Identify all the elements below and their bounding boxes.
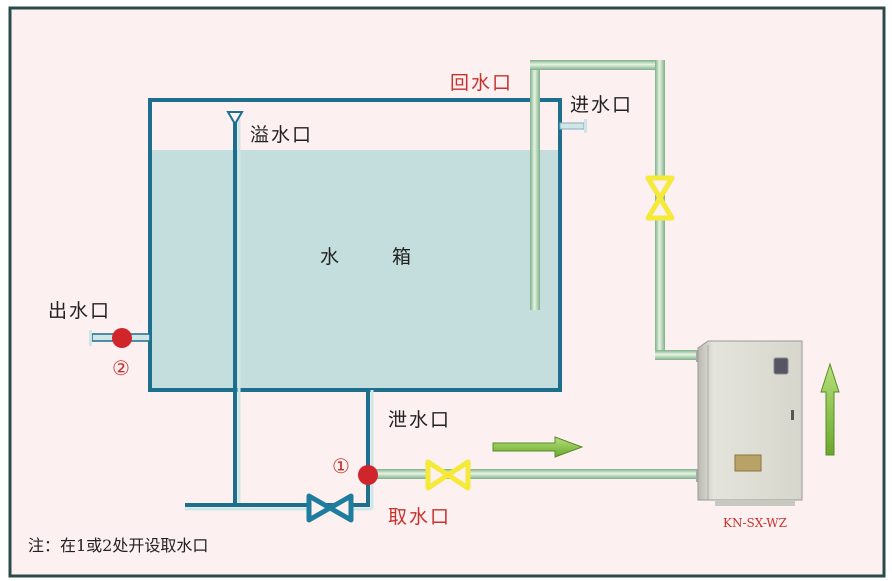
water-tank bbox=[148, 98, 562, 392]
intake-point-1-marker[interactable] bbox=[358, 465, 378, 485]
outlet-port-label: 出水口 bbox=[48, 300, 111, 322]
tank-label-char2: 箱 bbox=[392, 246, 413, 268]
overflow-pipe bbox=[226, 111, 244, 505]
intake-point-2-marker[interactable] bbox=[112, 328, 132, 348]
intake-valve-icon[interactable] bbox=[425, 459, 471, 491]
inlet-pipe bbox=[559, 119, 587, 133]
intake-port-label: 取水口 bbox=[388, 506, 451, 528]
flow-arrow-right-icon bbox=[492, 436, 584, 458]
tank-label-char1: 水 bbox=[320, 246, 341, 268]
cabinet-nameplate bbox=[734, 454, 762, 472]
cabinet-display-window bbox=[773, 357, 789, 375]
return-port-label: 回水口 bbox=[450, 72, 513, 94]
inlet-port-label: 进水口 bbox=[570, 94, 633, 116]
overflow-funnel-icon bbox=[226, 111, 244, 126]
cabinet-handle[interactable] bbox=[791, 410, 794, 420]
return-valve-icon[interactable] bbox=[645, 175, 675, 221]
marker-2-label: ② bbox=[112, 356, 130, 380]
intake-pipe bbox=[372, 469, 700, 479]
overflow-port-label: 溢水口 bbox=[250, 124, 313, 146]
drain-valve-icon[interactable] bbox=[306, 493, 354, 523]
outlet-pipe bbox=[89, 328, 151, 348]
drain-port-label: 泄水口 bbox=[388, 409, 451, 431]
flow-arrow-up-icon bbox=[820, 362, 840, 456]
device-model-label: KN-SX-WZ bbox=[723, 516, 787, 530]
marker-1-label: ① bbox=[332, 454, 350, 478]
note-text: 注：在1或2处开设取水口 bbox=[28, 536, 208, 555]
treatment-device-cabinet bbox=[696, 340, 803, 506]
